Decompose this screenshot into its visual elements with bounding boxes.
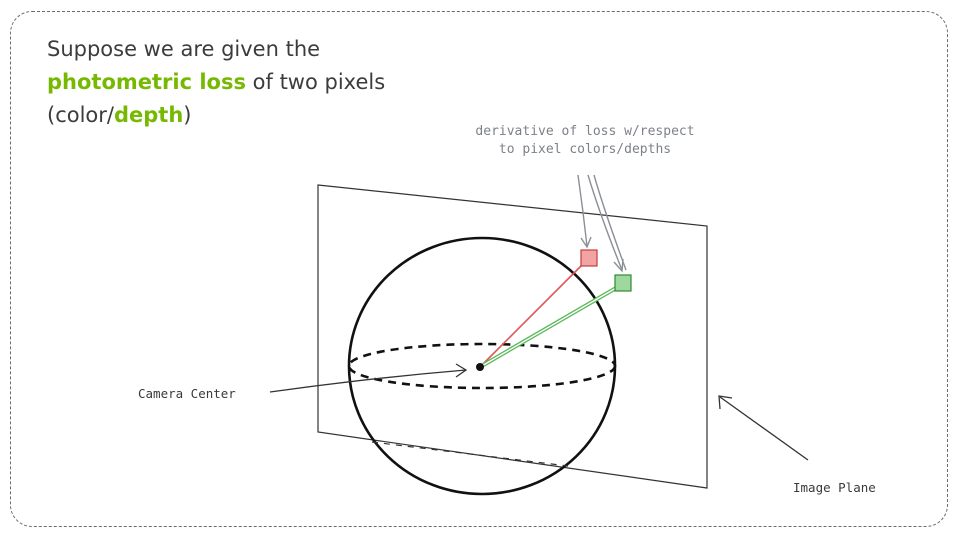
headline-line1: Suppose we are given the [47, 37, 321, 61]
image-plane-arrow [718, 395, 809, 461]
headline-line2-rest: of two pixels [245, 70, 386, 94]
headline-accent-photometric-loss: photometric loss [47, 70, 246, 94]
image-plane-label: Image Plane [793, 480, 876, 495]
derivative-annotation: derivative of loss w/respect to pixel co… [420, 123, 750, 159]
green-pixel [614, 274, 632, 292]
green-ray-inner [479, 283, 624, 368]
sphere-equator [347, 342, 617, 390]
red-pixel [580, 249, 598, 267]
red-ray [479, 257, 590, 368]
camera-center-arrow [269, 363, 468, 393]
camera-center-label: Camera Center [138, 386, 236, 401]
headline-accent-depth: depth [113, 103, 184, 127]
headline-line3-pre: (color/ [47, 103, 114, 127]
derivative-annotation-line2: to pixel colors/depths [498, 142, 672, 157]
camera-center-dot [476, 363, 484, 371]
slide-frame [10, 11, 948, 527]
headline-line3-post: ) [183, 103, 192, 127]
derivative-arrows [577, 174, 627, 273]
image-plane [317, 184, 708, 489]
plane-hidden-edge [371, 441, 569, 467]
slide-headline: Suppose we are given the photometric los… [47, 33, 467, 132]
derivative-annotation-line1: derivative of loss w/respect [475, 124, 695, 139]
